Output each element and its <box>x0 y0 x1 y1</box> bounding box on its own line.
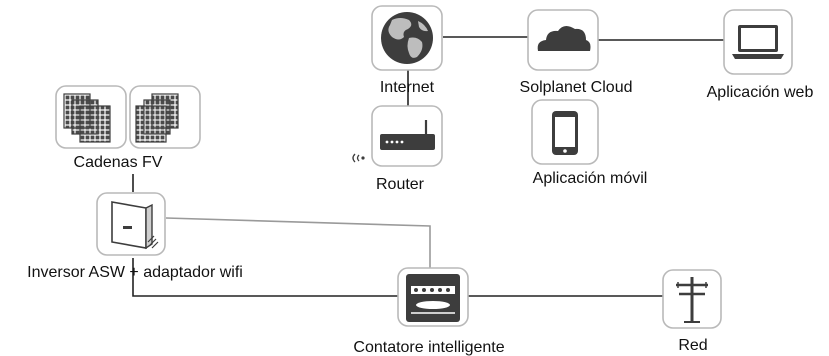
inverter-node <box>96 192 166 256</box>
laptop-icon <box>732 25 784 59</box>
smartphone-icon <box>552 111 578 155</box>
router-label: Router <box>376 176 425 193</box>
grid-label: Red <box>678 337 707 354</box>
solar-panel-icon <box>135 93 179 143</box>
webapp-label: Aplicación web <box>707 84 814 101</box>
smart-meter-icon <box>406 274 460 322</box>
solar-panel-icon <box>63 93 111 143</box>
connection-inverter-router <box>165 217 431 268</box>
internet-label: Internet <box>380 79 435 96</box>
webapp-node <box>723 9 793 75</box>
pv-strings-node <box>55 85 201 149</box>
mobileapp-node <box>531 99 599 165</box>
inverter-label: Inversor ASW + adaptador wifi <box>27 264 243 281</box>
smart-meter-node <box>397 267 469 327</box>
power-pole-icon <box>676 277 708 323</box>
pv-strings-label: Cadenas FV <box>74 154 163 171</box>
grid-node <box>662 269 722 329</box>
wifi-adapter-icon <box>147 235 159 249</box>
connection-inverter-meter <box>132 258 398 297</box>
router-icon <box>380 120 435 150</box>
smart-meter-label: Contatore intelligente <box>353 339 504 356</box>
router-node <box>371 105 443 167</box>
wifi-signal-icon <box>352 153 365 163</box>
cloud-label: Solplanet Cloud <box>520 79 633 96</box>
mobileapp-label: Aplicación móvil <box>533 170 648 187</box>
cloud-icon <box>537 25 591 51</box>
internet-node <box>371 5 443 71</box>
inverter-icon <box>111 201 153 250</box>
cloud-node <box>527 9 599 71</box>
globe-icon <box>381 12 433 64</box>
